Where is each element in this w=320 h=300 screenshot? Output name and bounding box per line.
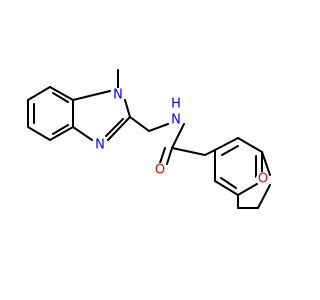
carbonyl-double-bond xyxy=(159,147,166,164)
benzimidazole-benzo-bond xyxy=(27,126,51,141)
imidazole-bond xyxy=(72,126,93,141)
ring-double-bond xyxy=(221,145,239,156)
atom-label-ring-o: O xyxy=(258,172,268,187)
benzimidazole-benzo-double-bond xyxy=(52,92,69,103)
furan-bond xyxy=(261,151,271,176)
atom-label-carbonyl-o: O xyxy=(155,163,165,178)
ring-bond xyxy=(214,137,239,151)
atom-label-amide-n: N xyxy=(171,113,181,128)
benzimidazole-benzo-bond xyxy=(49,86,74,101)
atom-N1: N xyxy=(111,88,125,103)
imidazole-bond xyxy=(124,99,131,118)
molecule-structure: N N N H O O xyxy=(27,69,271,209)
benzimidazole-benzo-double-bond xyxy=(52,124,69,135)
imidazole-bond xyxy=(72,90,111,101)
atom-label-n3: N xyxy=(95,138,105,153)
imidazole-bond xyxy=(107,116,131,141)
furan-bond xyxy=(257,184,271,209)
chain-bond xyxy=(148,123,169,132)
atom-amide-n: N xyxy=(169,113,183,128)
carbonyl-bond xyxy=(166,147,173,165)
amide-bond xyxy=(171,123,185,149)
atom-carbonyl-o: O xyxy=(153,163,167,178)
atom-amide-h: H xyxy=(170,97,182,112)
bond-layer xyxy=(27,69,271,209)
atom-label-n1: N xyxy=(113,88,123,103)
benzimidazole-benzo-bond xyxy=(49,126,74,141)
atom-ring-o: O xyxy=(256,172,270,187)
atom-label-amide-h: H xyxy=(171,97,181,112)
benzimidazole-benzo-bond xyxy=(27,86,51,101)
ring-bond xyxy=(204,149,216,156)
ring-bond xyxy=(237,137,263,153)
ring-double-bond xyxy=(220,177,237,189)
atom-N3: N xyxy=(93,138,107,153)
atom-label-layer: N N N H O O xyxy=(93,88,270,187)
ring-bond xyxy=(214,180,239,196)
chain-bond xyxy=(171,147,206,156)
imidazole-double-bond xyxy=(105,118,124,137)
chain-bond xyxy=(129,116,150,132)
